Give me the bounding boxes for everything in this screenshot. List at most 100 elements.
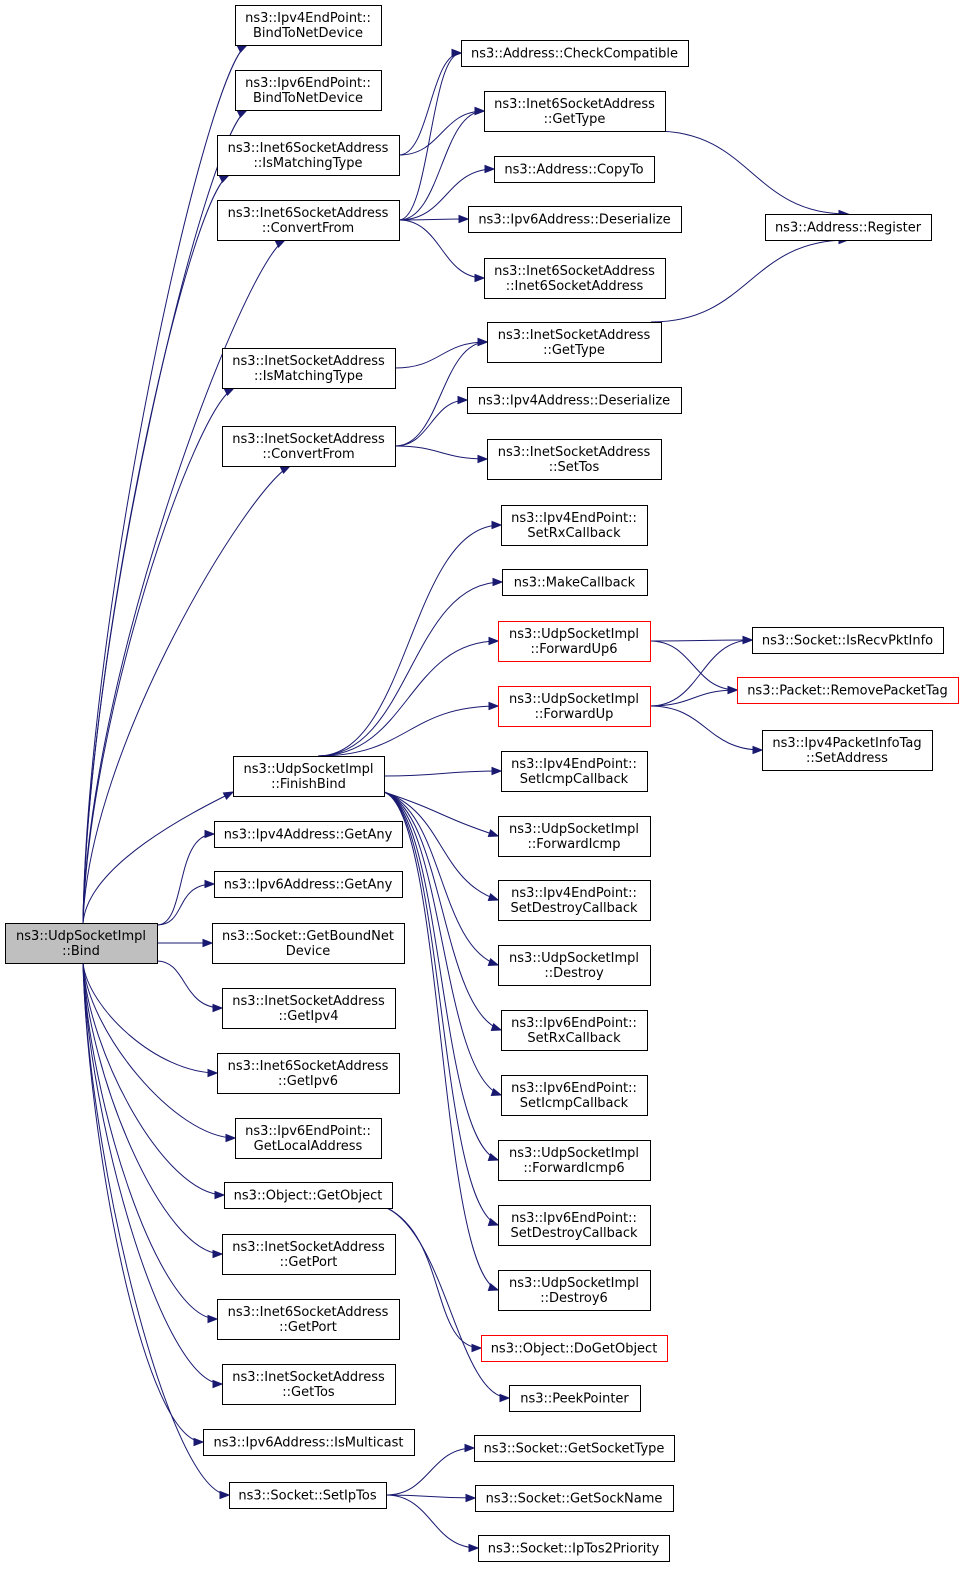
node-bind[interactable]: ns3::UdpSocketImpl::Bind <box>5 923 158 964</box>
node-isa-getport[interactable]: ns3::InetSocketAddress::GetPort <box>222 1234 396 1275</box>
node-label: ns3::UdpSocketImpl <box>509 822 639 837</box>
node-ipv6addr-getany[interactable]: ns3::Ipv6Address::GetAny <box>214 871 403 898</box>
node-label: ns3::InetSocketAddress <box>232 1370 385 1385</box>
edge-line <box>386 1207 510 1399</box>
node-box <box>498 686 651 727</box>
node-isa-getipv4[interactable]: ns3::InetSocketAddress::GetIpv4 <box>222 988 396 1029</box>
node-ipv6ep-seticmp[interactable]: ns3::Ipv6EndPoint::SetIcmpCallback <box>501 1075 648 1116</box>
edge-line <box>383 791 499 1161</box>
node-isrecvpktinfo[interactable]: ns3::Socket::IsRecvPktInfo <box>752 627 944 654</box>
node-ipv4ep-bind[interactable]: ns3::Ipv4EndPoint::BindToNetDevice <box>235 5 382 46</box>
node-addr-copyto[interactable]: ns3::Address::CopyTo <box>494 156 655 183</box>
edge-line <box>383 791 499 966</box>
node-box <box>214 871 403 898</box>
node-setiptos[interactable]: ns3::Socket::SetIpTos <box>229 1482 387 1509</box>
node-ipv4ep-setdestroy[interactable]: ns3::Ipv4EndPoint::SetDestroyCallback <box>498 880 651 921</box>
node-ipv6ep-setdestroy[interactable]: ns3::Ipv6EndPoint::SetDestroyCallback <box>498 1205 651 1246</box>
edge-bind-to-getobject <box>82 962 226 1200</box>
node-fwdicmp[interactable]: ns3::UdpSocketImpl::ForwardIcmp <box>498 816 651 857</box>
edge-finishbind-to-makecallback <box>317 577 504 757</box>
edge-line <box>398 219 485 279</box>
edge-line <box>649 640 738 691</box>
node-addr-check[interactable]: ns3::Address::CheckCompatible <box>461 40 689 67</box>
node-label: ns3::Inet6SocketAddress <box>494 97 655 112</box>
arrowhead <box>488 701 500 711</box>
node-label: ns3::Ipv6EndPoint:: <box>245 76 371 91</box>
node-ipv6addr-deser[interactable]: ns3::Ipv6Address::Deserialize <box>468 206 682 233</box>
node-getobject[interactable]: ns3::Object::GetObject <box>224 1182 393 1209</box>
node-i6sa-ismatch[interactable]: ns3::Inet6SocketAddress::IsMatchingType <box>217 135 400 176</box>
node-fwdup6[interactable]: ns3::UdpSocketImpl::ForwardUp6 <box>498 621 651 662</box>
arrowhead <box>236 44 249 54</box>
node-isa-gettos[interactable]: ns3::InetSocketAddress::GetTos <box>222 1364 396 1405</box>
node-finishbind[interactable]: ns3::UdpSocketImpl::FinishBind <box>233 756 385 797</box>
node-label: ::IsMatchingType <box>254 369 363 384</box>
node-i6sa-gettype[interactable]: ns3::Inet6SocketAddress::GetType <box>484 91 666 132</box>
node-box <box>494 156 655 183</box>
node-iptos2priority[interactable]: ns3::Socket::IpTos2Priority <box>478 1535 670 1562</box>
node-ipv4pktinfo-setaddr[interactable]: ns3::Ipv4PacketInfoTag::SetAddress <box>762 730 933 771</box>
node-ipv6addr-ismulticast[interactable]: ns3::Ipv6Address::IsMulticast <box>203 1429 415 1456</box>
node-i6sa-getport[interactable]: ns3::Inet6SocketAddress::GetPort <box>217 1299 400 1340</box>
node-getsockettype[interactable]: ns3::Socket::GetSocketType <box>474 1435 675 1462</box>
node-box <box>203 1429 415 1456</box>
node-label: ::Inet6SocketAddress <box>506 279 644 294</box>
node-isa-convert[interactable]: ns3::InetSocketAddress::ConvertFrom <box>222 426 396 467</box>
node-removepackettag[interactable]: ns3::Packet::RemovePacketTag <box>737 677 959 704</box>
node-box <box>498 945 651 986</box>
node-box <box>502 569 648 596</box>
edge-line <box>649 705 763 751</box>
node-label: ::GetPort <box>279 1320 337 1335</box>
node-dogetobject[interactable]: ns3::Object::DoGetObject <box>481 1335 668 1362</box>
node-fwdicmp6[interactable]: ns3::UdpSocketImpl::ForwardIcmp6 <box>498 1140 651 1181</box>
node-box <box>484 91 666 132</box>
node-label: SetRxCallback <box>527 526 621 541</box>
edge-line <box>82 44 248 924</box>
edge-getobject-to-dogetobject <box>386 1207 483 1353</box>
arrowhead <box>207 1068 219 1078</box>
node-ipv4addr-deser[interactable]: ns3::Ipv4Address::Deserialize <box>467 387 682 414</box>
node-isa-gettype[interactable]: ns3::InetSocketAddress::GetType <box>487 322 662 363</box>
node-i6sa-getipv6[interactable]: ns3::Inet6SocketAddress::GetIpv6 <box>217 1053 400 1094</box>
edge-i6sa-convert-to-i6sa-gettype <box>398 106 486 221</box>
node-addr-register[interactable]: ns3::Address::Register <box>765 214 932 241</box>
node-label: ns3::Socket::IsRecvPktInfo <box>762 634 933 649</box>
edge-isa-convert-to-isa-gettype <box>394 337 489 447</box>
arrowhead <box>491 520 503 530</box>
node-box <box>233 756 385 797</box>
edge-line <box>398 52 462 156</box>
node-destroy6[interactable]: ns3::UdpSocketImpl::Destroy6 <box>498 1270 651 1311</box>
node-fwdup[interactable]: ns3::UdpSocketImpl::ForwardUp <box>498 686 651 727</box>
node-isa-ismatch[interactable]: ns3::InetSocketAddress::IsMatchingType <box>222 348 396 389</box>
arrowhead <box>727 685 739 695</box>
node-ipv6ep-getlocal[interactable]: ns3::Ipv6EndPoint::GetLocalAddress <box>235 1118 382 1159</box>
node-ipv4ep-seticmp[interactable]: ns3::Ipv4EndPoint::SetIcmpCallback <box>501 751 648 792</box>
edge-finishbind-to-ipv4ep-setrx <box>317 520 503 757</box>
node-label: ns3::Ipv4Address::GetAny <box>224 828 393 843</box>
node-isa-settos[interactable]: ns3::InetSocketAddress::SetTos <box>487 439 662 480</box>
node-label: ::Bind <box>62 944 100 959</box>
node-ipv4ep-setrx[interactable]: ns3::Ipv4EndPoint::SetRxCallback <box>501 505 648 546</box>
arrowhead <box>207 1314 219 1324</box>
node-ipv6ep-bind[interactable]: ns3::Ipv6EndPoint::BindToNetDevice <box>235 70 382 111</box>
edge-line <box>82 962 223 1255</box>
node-box <box>224 1182 393 1209</box>
node-ipv6ep-setrx[interactable]: ns3::Ipv6EndPoint::SetRxCallback <box>501 1010 648 1051</box>
arrowhead <box>236 109 249 119</box>
edge-bind-to-i6sa-getport <box>82 962 219 1324</box>
node-label: ns3::Socket::GetSocketType <box>484 1442 665 1457</box>
edge-bind-to-i6sa-getipv6 <box>82 962 219 1078</box>
node-label: ns3::Inet6SocketAddress <box>494 264 655 279</box>
node-label: ns3::Inet6SocketAddress <box>228 206 389 221</box>
node-box <box>217 135 400 176</box>
node-peekpointer[interactable]: ns3::PeekPointer <box>509 1385 641 1412</box>
node-i6sa-ctor[interactable]: ns3::Inet6SocketAddress::Inet6SocketAddr… <box>484 258 666 299</box>
node-makecallback[interactable]: ns3::MakeCallback <box>502 569 648 596</box>
arrowhead <box>490 1022 503 1032</box>
node-i6sa-convert[interactable]: ns3::Inet6SocketAddress::ConvertFrom <box>217 200 400 241</box>
node-getsockname[interactable]: ns3::Socket::GetSockName <box>475 1485 674 1512</box>
node-ipv4addr-getany[interactable]: ns3::Ipv4Address::GetAny <box>214 821 403 848</box>
node-destroy[interactable]: ns3::UdpSocketImpl::Destroy <box>498 945 651 986</box>
node-box <box>501 1075 648 1116</box>
